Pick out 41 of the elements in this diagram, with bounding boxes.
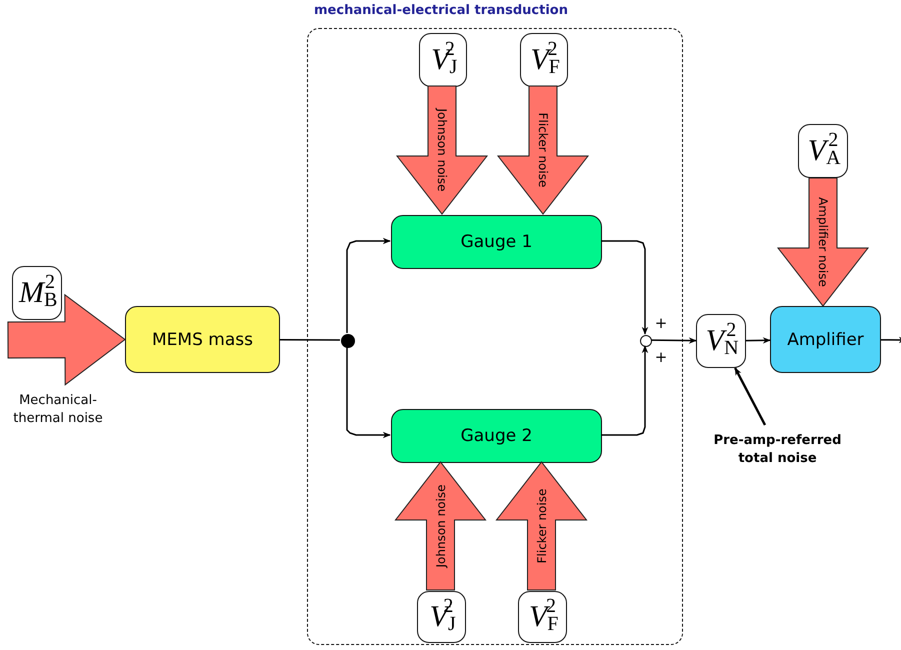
block-label: MEMS mass xyxy=(152,330,253,350)
process-box xyxy=(770,306,881,373)
block-label: Gauge 1 xyxy=(460,232,532,252)
edge-label: Johnson noise xyxy=(436,106,448,194)
junction-dot xyxy=(341,334,355,348)
annotation-text: Pre-amp-referred total noise xyxy=(712,432,842,468)
noise-source-box xyxy=(696,314,746,368)
connector-arrow xyxy=(746,337,771,344)
noise-source-box xyxy=(520,33,568,87)
edge-label: Flicker noise xyxy=(537,112,549,190)
connector-arrow xyxy=(881,336,901,344)
noise-source-box xyxy=(12,266,62,320)
group-title: mechanical-electrical transduction xyxy=(314,3,568,18)
noise-source-box xyxy=(518,591,567,643)
connector-arrow xyxy=(601,240,648,335)
connector-arrow xyxy=(601,345,648,436)
leader-arrow xyxy=(734,367,766,426)
sign-label: + xyxy=(654,347,668,368)
connector-arrow xyxy=(650,337,697,344)
block-arrow xyxy=(776,178,870,307)
edge-label: Johnson noise xyxy=(434,483,446,570)
process-box xyxy=(391,409,602,463)
summing-junction xyxy=(640,335,652,347)
process-box xyxy=(125,306,280,373)
sign-label: + xyxy=(654,313,668,334)
noise-source-box xyxy=(419,33,467,87)
block-label: Amplifier xyxy=(787,330,864,350)
block-arrow xyxy=(496,86,590,215)
block-arrow xyxy=(7,294,126,386)
noise-source-box xyxy=(798,124,848,178)
connector-arrow xyxy=(346,347,391,438)
edge-label: Amplifier noise xyxy=(817,196,829,289)
block-arrow xyxy=(495,461,588,590)
edge-label: Flicker noise xyxy=(536,488,548,566)
block-label: Gauge 2 xyxy=(460,426,532,446)
block-arrow xyxy=(396,86,488,215)
connector-arrow xyxy=(346,238,391,333)
note-text: Mechanical-thermal noise xyxy=(12,392,104,428)
block-arrow xyxy=(394,461,487,590)
noise-source-box xyxy=(417,591,466,643)
process-box xyxy=(391,215,602,269)
